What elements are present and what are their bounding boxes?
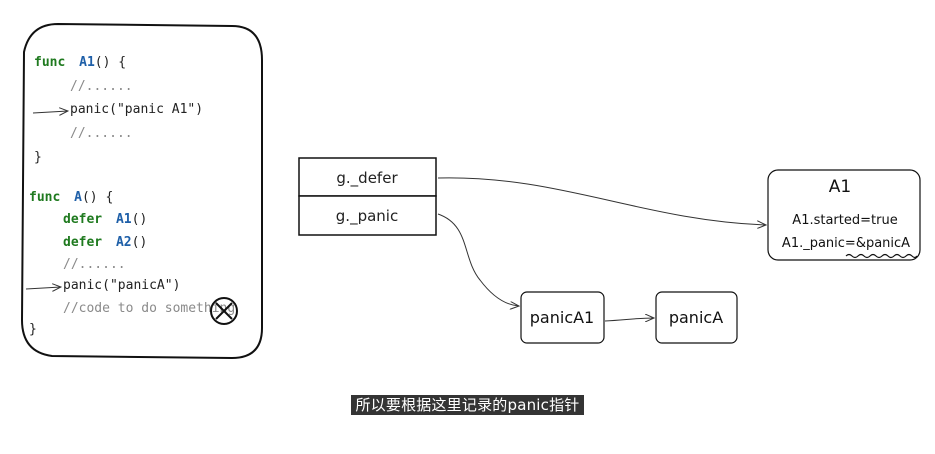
a-func-line: func A() { xyxy=(29,190,113,205)
a-panic-pointer-arrow xyxy=(25,287,61,289)
g-struct-box xyxy=(298,157,437,236)
a1-panic-field: A1._panic=&panicA xyxy=(782,236,910,251)
g-defer-field: g._defer xyxy=(336,169,398,188)
defer-to-a1-arrow xyxy=(437,177,766,225)
stop-cross-icon xyxy=(210,297,238,325)
a1-panic-pointer-arrow xyxy=(32,111,68,113)
a-comment: //...... xyxy=(63,257,126,272)
a-close-brace: } xyxy=(29,322,37,337)
code-panel xyxy=(20,22,263,360)
a1-box-title: A1 xyxy=(829,177,851,197)
a1-func-line: func A1() { xyxy=(34,55,126,70)
a1-started-field: A1.started=true xyxy=(792,213,897,228)
g-panic-field: g._panic xyxy=(336,207,398,226)
panica1-to-panica-arrow xyxy=(604,318,654,321)
panic-ref-squiggle xyxy=(845,253,918,259)
a1-panic-call: panic("panic A1") xyxy=(70,102,203,117)
subtitle-text: 所以要根据这里记录的panic指针 xyxy=(351,395,584,415)
defer-a1-line: defer A1() xyxy=(63,212,147,227)
panic-a-label: panicA xyxy=(669,308,723,327)
a-code-comment: //code to do something xyxy=(63,301,235,316)
defer-a2-line: defer A2() xyxy=(63,235,147,250)
panic-to-panica1-arrow xyxy=(437,213,519,306)
code-clip: //code to do something xyxy=(63,301,235,316)
panic-a1-label: panicA1 xyxy=(530,308,594,327)
a1-close-brace: } xyxy=(34,150,42,165)
a-panic-call: panic("panicA") xyxy=(63,278,180,293)
a1-comment-1: //...... xyxy=(70,79,133,94)
panic-a1-node xyxy=(520,291,605,344)
panic-a-node xyxy=(655,291,738,344)
video-subtitle: 所以要根据这里记录的panic指针 xyxy=(0,394,935,415)
a1-defer-box xyxy=(767,169,921,261)
a1-comment-2: //...... xyxy=(70,126,133,141)
